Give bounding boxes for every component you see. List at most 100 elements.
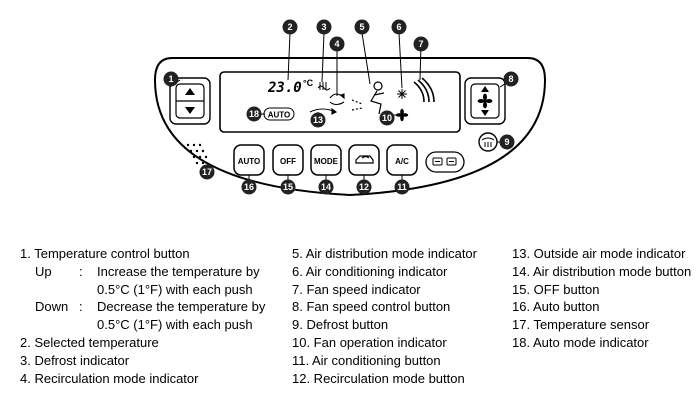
callout-12: 12 [356,179,372,195]
callout-9: 9 [499,134,515,150]
fan-speed-indicator-icon [413,77,435,103]
temperature-unit: °C [303,78,314,88]
defrost-indicator-icon [317,82,331,91]
svg-text:17: 17 [202,167,212,177]
fan-operation-indicator-icon [395,108,409,122]
mode-button[interactable]: MODE [310,144,342,176]
legend-item-11: 11. Air conditioning button [292,352,441,368]
legend-item-8: 8. Fan speed control button [292,299,451,315]
legend-item-7: 7. Fan speed indicator [292,281,421,297]
svg-text:7: 7 [418,39,423,49]
ac-button[interactable]: A/C [386,144,418,176]
svg-text:4: 4 [334,39,339,49]
legend-item-14: 14. Air distribution mode button [512,263,692,279]
svg-text:18: 18 [249,109,259,119]
legend-down-text-2: 0.5°C (1°F) with each push [97,317,253,333]
callout-10: 10 [379,110,395,126]
fan-icon [477,93,493,109]
auto-mode-indicator: AUTO [263,107,295,121]
legend-item-2: 2. Selected temperature [20,334,159,350]
legend-item-3: 3. Defrost indicator [20,352,130,368]
legend-down-text-1: Decrease the temperature by [97,299,266,315]
legend-down-key: Down [35,299,69,315]
svg-text:11: 11 [397,182,407,192]
callout-18: 18 [246,106,262,122]
legend-column-2: 5. Air distribution mode indicator 6. Ai… [292,245,477,387]
fan-speed-control-button[interactable] [464,77,506,125]
callout-15: 15 [280,179,296,195]
legend-column-1: 1. Temperature control button Up : Incre… [20,245,265,387]
legend-item-18: 18. Auto mode indicator [512,334,649,350]
control-panel-diagram: 23.0 °C AUTO [153,19,547,197]
legend-up-text-2: 0.5°C (1°F) with each push [97,281,253,297]
callout-14: 14 [318,179,334,195]
callout-16: 16 [241,179,257,195]
svg-text:A/C: A/C [395,157,409,166]
legend-item-5: 5. Air distribution mode indicator [292,246,477,261]
svg-text:OFF: OFF [280,157,296,166]
svg-text:14: 14 [321,182,331,192]
svg-text:3: 3 [321,22,326,32]
callout-7: 7 [413,36,429,52]
legend-item-15: 15. OFF button [512,281,600,297]
callout-markers: 1 2 3 4 5 6 7 8 9 10 11 12 13 14 15 16 1… [163,19,519,195]
off-button[interactable]: OFF [272,144,304,176]
arrow-down-icon [185,107,195,114]
rear-defrost-button[interactable] [425,151,465,173]
svg-text:1: 1 [168,74,173,84]
arrow-down-icon [481,110,489,116]
svg-text:9: 9 [504,137,509,147]
legend-item-13: 13. Outside air mode indicator [512,246,686,261]
legend-down-row: Down : Decrease the temperature by [20,298,265,316]
callout-8: 8 [503,71,519,87]
callout-17: 17 [199,164,215,180]
callout-13: 13 [310,112,326,128]
legend-up-text-1: Increase the temperature by [97,263,260,279]
windshield-defrost-icon [481,137,495,147]
svg-text:8: 8 [508,74,513,84]
rear-defrost-icon [432,157,457,166]
svg-text:5: 5 [359,22,364,32]
arrow-up-icon [481,86,489,92]
temperature-control-button[interactable] [169,77,211,125]
legend-column-3: 13. Outside air mode indicator 14. Air d… [512,245,691,352]
legend-item-12: 12. Recirculation mode button [292,370,465,386]
selected-temperature: 23.0 [267,80,302,96]
defrost-button[interactable] [478,132,498,152]
svg-text:16: 16 [244,182,254,192]
legend-up-row: Up : Increase the temperature by [20,263,265,281]
legend-up-key: Up [35,263,52,279]
svg-text:AUTO: AUTO [238,157,261,166]
recirculation-mode-button[interactable] [348,144,380,176]
car-recirculation-icon [355,155,374,164]
svg-text:10: 10 [382,113,392,123]
legend-item-6: 6. Air conditioning indicator [292,263,448,279]
legend-item-4: 4. Recirculation mode indicator [20,370,199,386]
legend-item-1: 1. Temperature control button [20,246,190,261]
callout-11: 11 [394,179,410,195]
callout-3: 3 [316,19,332,35]
auto-button[interactable]: AUTO [233,144,265,176]
legend-up-row-2: 0.5°C (1°F) with each push [20,281,265,299]
svg-text:15: 15 [283,182,293,192]
legend-item-16: 16. Auto button [512,299,600,315]
svg-text:12: 12 [359,182,369,192]
callout-5: 5 [354,19,370,35]
svg-text:MODE: MODE [314,157,339,166]
callout-6: 6 [391,19,407,35]
temperature-sensor-icon [186,143,208,165]
ac-indicator-icon [397,89,407,99]
svg-text:6: 6 [396,22,401,32]
svg-text:AUTO: AUTO [268,111,291,120]
svg-text:13: 13 [313,115,323,125]
air-distribution-indicator-icon [351,81,385,115]
legend-down-row-2: 0.5°C (1°F) with each push [20,316,265,334]
callout-1: 1 [163,71,179,87]
legend-item-9: 9. Defrost button [292,317,389,333]
callout-2: 2 [282,19,298,35]
legend-item-17: 17. Temperature sensor [512,317,650,333]
legend-item-10: 10. Fan operation indicator [292,334,447,350]
arrow-up-icon [185,88,195,95]
callout-4: 4 [329,36,345,52]
outside-air-indicator-icon [309,107,338,115]
